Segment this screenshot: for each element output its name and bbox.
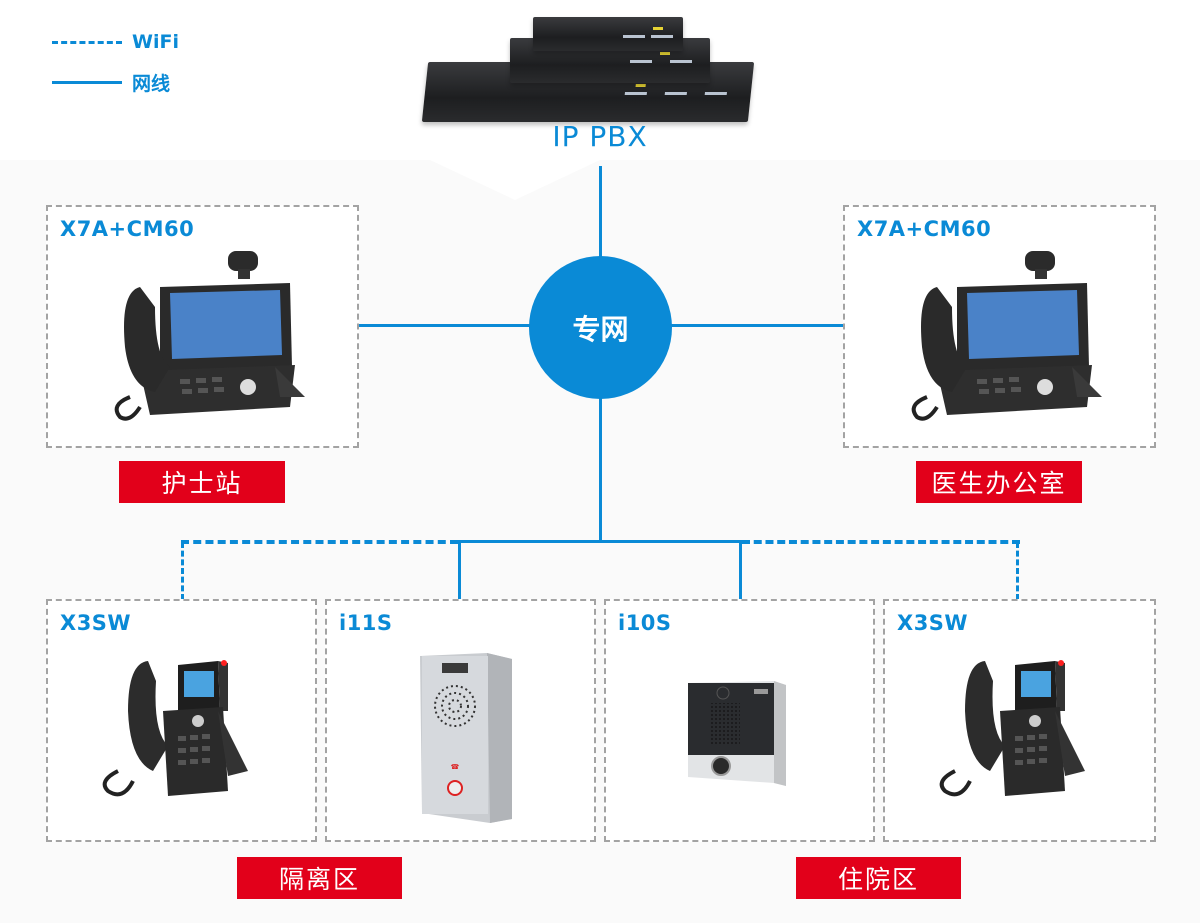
hub-label: 专网 [572,312,629,346]
device-box-i10s: i10S [604,599,875,842]
pbx-led [704,92,727,95]
wifi-drop-right [1016,542,1019,600]
ip-phone-image [939,660,1085,797]
cable-line-hub-down [599,397,602,542]
ip-pbx-device-image [421,12,755,127]
wifi-line-left [181,540,458,544]
device-model-label: X7A+CM60 [857,217,992,241]
pbx-led [664,92,687,95]
legend-item-wifi: WiFi [52,30,179,54]
private-network-hub: 专网 [529,256,672,399]
video-phone-image [911,251,1102,421]
pbx-led [635,84,646,87]
cable-line-hub-left [358,324,531,327]
pbx-led [630,60,652,63]
legend-item-cable: 网线 [52,70,179,95]
zone-tag-inpatient: 住院区 [796,857,961,899]
device-box-x3sw-right: X3SW [883,599,1156,842]
device-box-nurse-station: X7A+CM60 [46,205,359,448]
device-model-label: X3SW [60,611,132,635]
wifi-line-right [742,540,1020,544]
video-phone-image [114,251,305,421]
pbx-led [623,35,645,38]
zone-tag-doctor-office: 医生办公室 [916,461,1082,503]
pbx-led [653,27,663,30]
ip-phone-image [102,660,248,797]
legend-label: 网线 [132,72,171,95]
pbx-led [651,35,673,38]
pbx-led [660,52,670,55]
legend: WiFi 网线 [52,30,179,110]
device-model-label: i11S [339,611,393,635]
pbx-label: IP PBX [552,120,648,153]
cable-line-hub-right [670,324,845,327]
zone-tag-isolation: 隔离区 [237,857,402,899]
device-model-label: X3SW [897,611,969,635]
device-box-x3sw-left: X3SW [46,599,317,842]
pbx-led [624,92,647,95]
device-model-label: i10S [618,611,672,635]
cable-line-i11s [458,540,461,600]
wifi-drop-left [181,542,184,600]
cable-line-pbx-hub [599,166,602,258]
solid-line-icon [52,80,122,84]
pbx-led [670,60,692,63]
device-box-doctor-office: X7A+CM60 [843,205,1156,448]
cable-line-i10s [739,540,742,600]
device-box-i11s: i11S ☎ [325,599,596,842]
intercom-i11s-image: ☎ [420,653,512,823]
legend-label: WiFi [132,31,179,53]
cable-bus [458,540,742,543]
dashed-line-icon [52,40,122,44]
intercom-i10s-image [688,681,786,786]
zone-tag-nurse-station: 护士站 [119,461,285,503]
pbx-unit-top [533,17,683,51]
svg-text:☎: ☎ [451,763,460,771]
device-model-label: X7A+CM60 [60,217,195,241]
